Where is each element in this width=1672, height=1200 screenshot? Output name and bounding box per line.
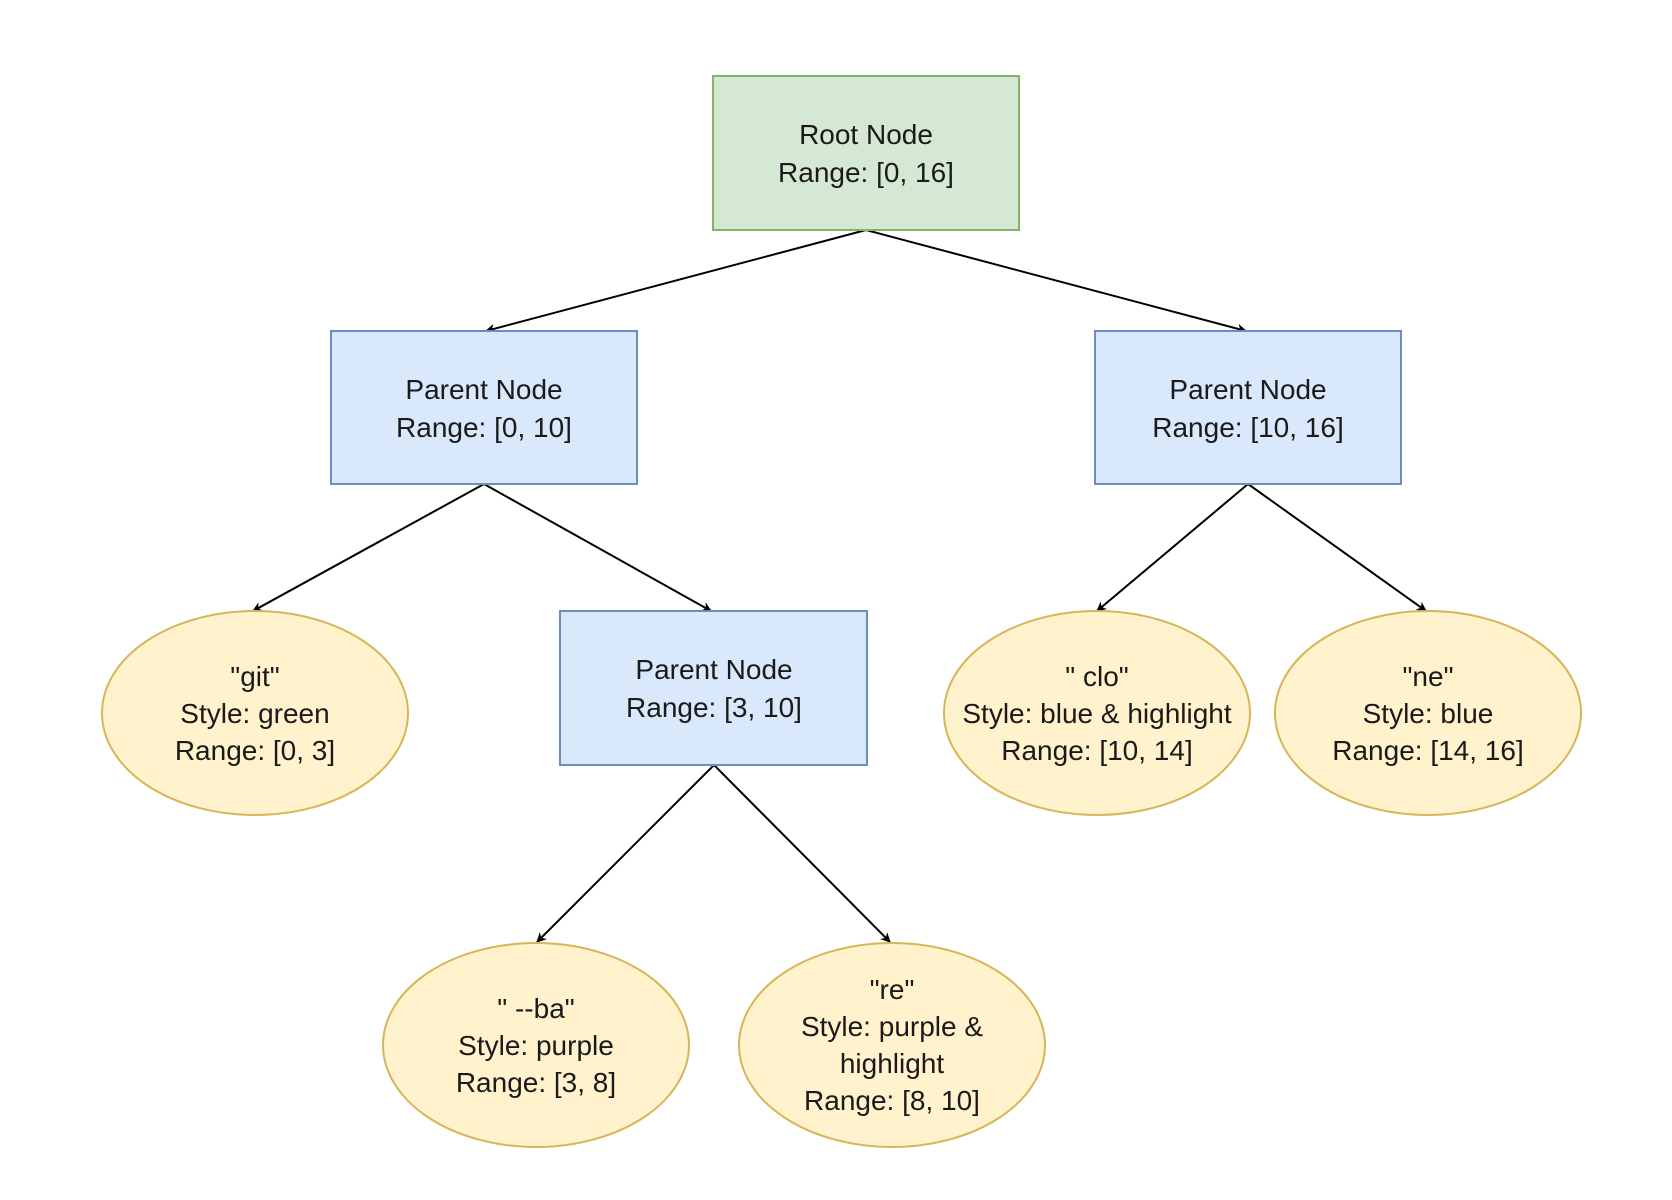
leaf-node-ba: " --ba" Style: purple Range: [3, 8] <box>382 942 690 1148</box>
parent-node-left: Parent Node Range: [0, 10] <box>330 330 638 485</box>
root-node-range: Range: [0, 16] <box>778 157 954 188</box>
parent-node-right: Parent Node Range: [10, 16] <box>1094 330 1402 485</box>
parent-node-mid-range: Range: [3, 10] <box>626 692 802 723</box>
leaf-git-text: "git" <box>230 661 279 692</box>
nodes: Root Node Range: [0, 16] Parent Node Ran… <box>101 75 1582 1148</box>
leaf-clo-range: Range: [10, 14] <box>1001 735 1192 766</box>
leaf-re-style: Style: purple & <box>801 1011 983 1042</box>
leaf-node-clo: " clo" Style: blue & highlight Range: [1… <box>943 610 1251 816</box>
parent-node-left-title: Parent Node <box>405 374 562 405</box>
parent-node-mid-title: Parent Node <box>635 654 792 685</box>
parent-node-mid: Parent Node Range: [3, 10] <box>559 610 868 766</box>
leaf-ba-style: Style: purple <box>458 1030 614 1061</box>
leaf-clo-text: " clo" <box>1065 661 1128 692</box>
edge-parent-right-to-leaf-clo <box>1096 483 1249 612</box>
leaf-git-style: Style: green <box>180 698 329 729</box>
root-node: Root Node Range: [0, 16] <box>712 75 1020 231</box>
leaf-node-git: "git" Style: green Range: [0, 3] <box>101 610 409 816</box>
parent-node-left-range: Range: [0, 10] <box>396 412 572 443</box>
edge-parent-right-to-leaf-ne <box>1247 483 1427 612</box>
leaf-ne-range: Range: [14, 16] <box>1332 735 1523 766</box>
leaf-ba-range: Range: [3, 8] <box>456 1067 616 1098</box>
root-node-title: Root Node <box>799 119 933 150</box>
leaf-git-range: Range: [0, 3] <box>175 735 335 766</box>
edge-parent-mid-to-leaf-ba <box>536 764 715 943</box>
leaf-ba-text: " --ba" <box>497 993 574 1024</box>
edge-root-to-parent-right <box>865 229 1247 334</box>
edge-parent-left-to-parent-mid <box>483 483 712 612</box>
edges <box>252 229 1427 943</box>
edge-parent-mid-to-leaf-re <box>713 764 891 943</box>
leaf-re-text: "re" <box>870 974 915 1005</box>
edge-parent-left-to-leaf-git <box>252 483 485 612</box>
leaf-ne-style: Style: blue <box>1363 698 1494 729</box>
leaf-re-range: Range: [8, 10] <box>804 1085 980 1116</box>
parent-node-right-range: Range: [10, 16] <box>1152 412 1343 443</box>
leaf-re-style-cont: highlight <box>840 1048 945 1079</box>
leaf-node-re: "re" Style: purple & highlight Range: [8… <box>738 942 1046 1148</box>
edge-root-to-parent-left <box>485 229 867 334</box>
parent-node-right-title: Parent Node <box>1169 374 1326 405</box>
leaf-ne-text: "ne" <box>1402 661 1453 692</box>
leaf-node-ne: "ne" Style: blue Range: [14, 16] <box>1274 610 1582 816</box>
leaf-clo-style: Style: blue & highlight <box>962 698 1232 729</box>
